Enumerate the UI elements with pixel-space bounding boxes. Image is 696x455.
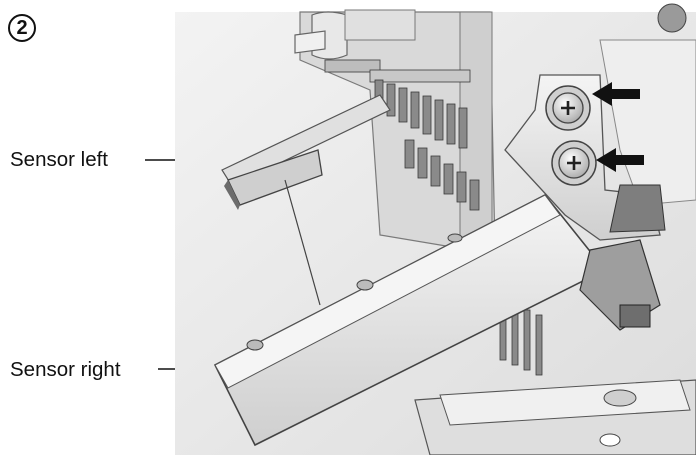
phillips-screw-top (545, 85, 591, 131)
circled-number-icon: 2 (8, 14, 36, 42)
phillips-screw-bottom (551, 140, 597, 186)
arrow-left-icon (592, 82, 640, 106)
sensor-link-line (284, 179, 321, 306)
machine-base (414, 379, 696, 455)
step-number: 2 (16, 16, 28, 39)
sensor-left-part (221, 94, 391, 210)
sensor-right-label: Sensor right (10, 358, 121, 381)
needle-bar-assembly (369, 69, 543, 376)
sensor-left-label: Sensor left (10, 148, 108, 171)
sensor-right-part (213, 193, 607, 447)
lower-bracket (579, 239, 661, 331)
arrow-left-icon (596, 148, 644, 172)
